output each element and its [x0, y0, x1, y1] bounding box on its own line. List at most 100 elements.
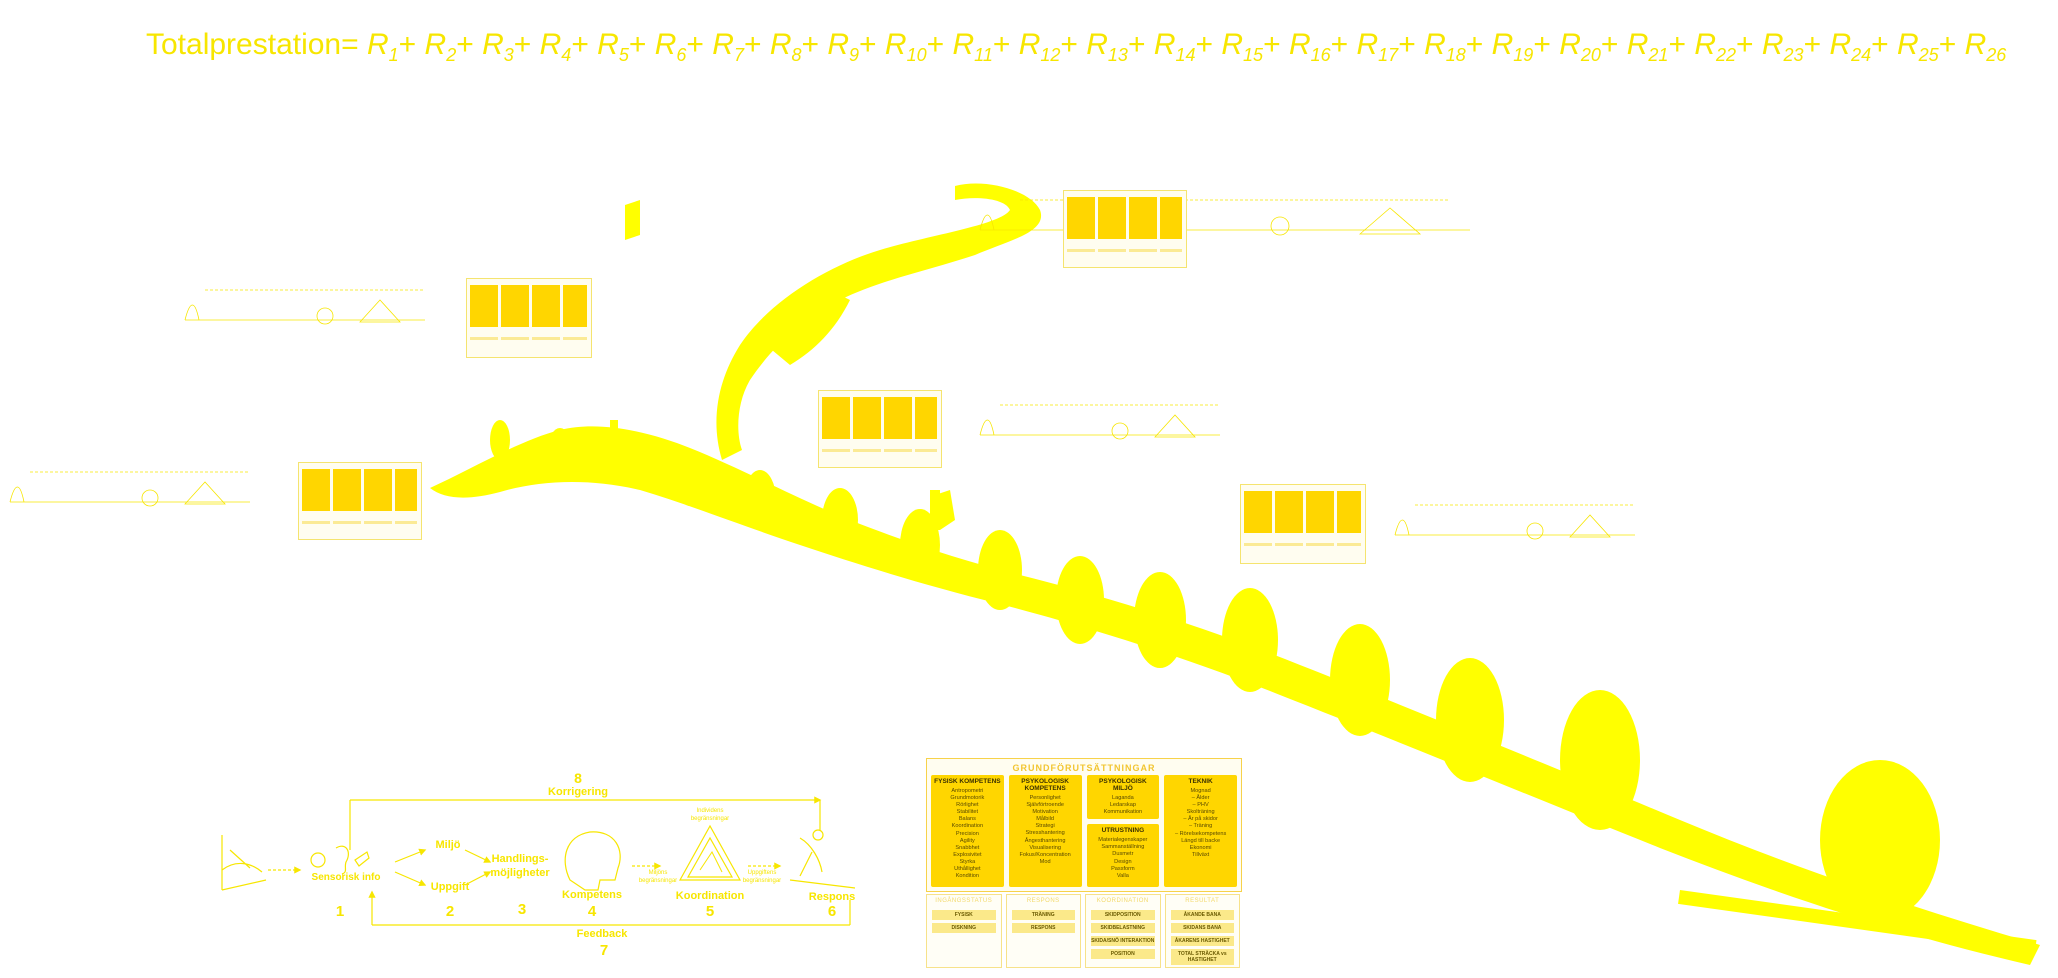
- formula-plus: +: [398, 28, 425, 61]
- technique-title: TEKNIK: [1188, 778, 1213, 785]
- formula-plus: +: [1871, 28, 1897, 61]
- list-item: Visualisering: [1029, 844, 1061, 851]
- list-item: Strategi: [1035, 823, 1055, 830]
- formula-term: R20: [1559, 28, 1601, 65]
- list-item: Precision: [955, 830, 979, 837]
- formula-term: R6: [654, 28, 687, 65]
- formula-plus: +: [859, 28, 885, 61]
- list-item: Antropometri: [951, 788, 984, 794]
- formula-term: R23: [1761, 28, 1804, 65]
- formula-term: R17: [1356, 28, 1399, 65]
- list-item: Dusmetr: [1112, 851, 1134, 858]
- status-column-head: RESULTAT: [1185, 898, 1220, 904]
- step-5-right-line2: begränsningar: [743, 878, 781, 884]
- list-item: – Ålder: [1191, 795, 1210, 802]
- prerequisites-title: GRUNDFÖRUTSÄTTNINGAR: [1012, 763, 1156, 773]
- step-8-label: Korrigering: [548, 786, 608, 798]
- formula-plus: +: [992, 28, 1019, 61]
- step-3-label-line2: möjligheter: [490, 867, 550, 879]
- formula-term: R22: [1694, 28, 1737, 65]
- list-item: Explosivitet: [953, 851, 982, 858]
- status-column-head: KOORDINATION: [1096, 898, 1149, 904]
- step-7-number: 7: [600, 942, 608, 959]
- mini-panel-4: [818, 390, 942, 468]
- equipment-title: UTRUSTNING: [1101, 827, 1145, 835]
- prerequisites-panel: GRUNDFÖRUTSÄTTNINGAR FYSISK KOMPETENS An…: [926, 758, 1242, 892]
- mini-diagram-3: [979, 199, 1470, 236]
- formula-plus: +: [1195, 28, 1222, 61]
- list-item: Ledarskap: [1109, 802, 1136, 809]
- status-column-head: INGÅNGSSTATUS: [935, 898, 993, 904]
- formula-plus: +: [1330, 28, 1357, 61]
- mini-panel-2: [298, 462, 422, 540]
- list-item: Kondition: [955, 873, 980, 880]
- mini-diagram-2: [9, 471, 250, 507]
- list-item: Valla: [1116, 872, 1129, 879]
- formula-term: R9: [827, 28, 860, 65]
- list-item: Mognad: [1190, 788, 1211, 794]
- step-1-label: Sensorisk info: [312, 872, 381, 883]
- step-4-label: Kompetens: [562, 889, 622, 901]
- list-item: Materialegenskaper: [1098, 837, 1148, 844]
- formula-plus: +: [1127, 28, 1154, 61]
- list-item: Ångesthantering: [1024, 837, 1066, 844]
- step-2-top-label: Miljö: [435, 839, 460, 851]
- list-item: Ekonomi: [1189, 844, 1212, 851]
- formula-plus: +: [1060, 28, 1087, 61]
- skier-start-icon: [221, 849, 267, 891]
- step-4-number: 4: [588, 903, 597, 920]
- formula-term: R18: [1424, 28, 1466, 65]
- list-item: Design: [1114, 858, 1132, 865]
- list-item: – Träning: [1188, 823, 1213, 830]
- formula-term: R4: [539, 28, 572, 65]
- step-2-number: 2: [446, 903, 454, 920]
- step-5-right-line1: Uppgiftens: [748, 870, 777, 876]
- list-item: Uthållighet: [954, 866, 981, 873]
- list-item: Passform: [1111, 865, 1135, 872]
- list-item: Längd till backe: [1181, 837, 1221, 844]
- formula-term: R2: [424, 28, 457, 65]
- head-icon: [564, 831, 621, 891]
- step-1-number: 1: [336, 903, 344, 920]
- formula-plus: +: [801, 28, 828, 61]
- list-item: Personlighet: [1029, 795, 1061, 801]
- psychological-competence-title: PSYKOLOGISK KOMPETENS: [1011, 778, 1080, 792]
- formula-plus: +: [743, 28, 770, 61]
- list-item: Skolträning: [1186, 809, 1215, 816]
- formula-term: R1: [366, 28, 399, 65]
- step-8-number: 8: [574, 770, 582, 786]
- list-item: Styrka: [959, 858, 976, 865]
- coordination-triangle: [678, 824, 742, 881]
- list-item: Balans: [958, 816, 976, 823]
- step-5-top-line2: begränsningar: [691, 816, 729, 822]
- list-item: Mod: [1039, 858, 1051, 865]
- formula-term: R10: [884, 28, 927, 65]
- physical-competence-title: FYSISK KOMPETENS: [934, 778, 1001, 785]
- status-chip: ÅKARENS HASTIGHET: [1170, 936, 1234, 946]
- step-2-bottom-label: Uppgift: [431, 881, 470, 893]
- formula-plus: +: [1398, 28, 1425, 61]
- status-chip: SKIDPOSITION: [1091, 910, 1155, 920]
- list-item: Laganda: [1111, 795, 1134, 801]
- list-item: – PHV: [1192, 802, 1209, 809]
- formula-plus: +: [1465, 28, 1492, 61]
- formula-term: R26: [1964, 28, 2007, 65]
- formula-term: R13: [1086, 28, 1128, 65]
- list-item: Stabilitet: [956, 809, 979, 816]
- process-diagram: [221, 796, 856, 926]
- list-item: Fokus/Koncentration: [1019, 851, 1071, 858]
- formula-term: R3: [482, 28, 514, 65]
- status-chip: POSITION: [1091, 949, 1155, 959]
- formula-plus: +: [513, 28, 540, 61]
- mini-panel-1: [466, 278, 592, 358]
